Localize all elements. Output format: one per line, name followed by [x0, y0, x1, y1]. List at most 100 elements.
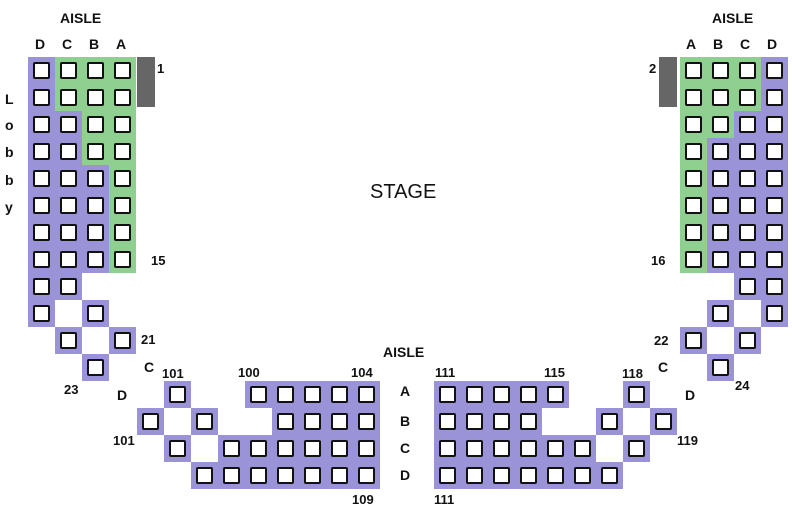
seat[interactable] [434, 408, 461, 435]
seat[interactable] [353, 462, 380, 489]
seat[interactable] [299, 381, 326, 408]
seat[interactable] [542, 381, 569, 408]
seat[interactable] [707, 246, 734, 273]
seat[interactable] [353, 381, 380, 408]
seat[interactable] [82, 138, 109, 165]
seat[interactable] [596, 462, 623, 489]
seat[interactable] [461, 435, 488, 462]
seat[interactable] [28, 273, 55, 300]
seat[interactable] [680, 138, 707, 165]
seat[interactable] [28, 111, 55, 138]
seat[interactable] [461, 381, 488, 408]
seat[interactable] [28, 138, 55, 165]
seat[interactable] [761, 219, 788, 246]
seat[interactable] [515, 435, 542, 462]
seat[interactable] [109, 84, 136, 111]
seat[interactable] [55, 327, 82, 354]
seat[interactable] [28, 246, 55, 273]
seat[interactable] [434, 435, 461, 462]
seat[interactable] [164, 435, 191, 462]
seat[interactable] [734, 192, 761, 219]
seat[interactable] [191, 462, 218, 489]
seat[interactable] [734, 219, 761, 246]
seat[interactable] [109, 165, 136, 192]
seat[interactable] [326, 435, 353, 462]
seat[interactable] [569, 462, 596, 489]
seat[interactable] [761, 111, 788, 138]
seat[interactable] [461, 462, 488, 489]
seat[interactable] [191, 408, 218, 435]
seat[interactable] [299, 408, 326, 435]
seat[interactable] [353, 435, 380, 462]
seat[interactable] [109, 219, 136, 246]
seat[interactable] [28, 57, 55, 84]
seat[interactable] [734, 84, 761, 111]
seat[interactable] [82, 84, 109, 111]
seat[interactable] [82, 300, 109, 327]
seat[interactable] [82, 354, 109, 381]
seat[interactable] [326, 408, 353, 435]
seat[interactable] [28, 192, 55, 219]
seat[interactable] [461, 408, 488, 435]
seat[interactable] [272, 381, 299, 408]
seat[interactable] [596, 408, 623, 435]
seat[interactable] [82, 246, 109, 273]
seat[interactable] [488, 381, 515, 408]
seat[interactable] [326, 462, 353, 489]
seat[interactable] [218, 462, 245, 489]
seat[interactable] [272, 462, 299, 489]
seat[interactable] [137, 408, 164, 435]
seat[interactable] [326, 381, 353, 408]
seat[interactable] [109, 111, 136, 138]
seat[interactable] [707, 138, 734, 165]
seat[interactable] [28, 165, 55, 192]
seat[interactable] [164, 381, 191, 408]
seat[interactable] [28, 219, 55, 246]
seat[interactable] [55, 219, 82, 246]
seat[interactable] [109, 138, 136, 165]
seat[interactable] [761, 138, 788, 165]
seat[interactable] [761, 192, 788, 219]
seat[interactable] [680, 84, 707, 111]
seat[interactable] [55, 165, 82, 192]
seat[interactable] [680, 192, 707, 219]
seat[interactable] [488, 462, 515, 489]
seat[interactable] [734, 273, 761, 300]
seat[interactable] [734, 111, 761, 138]
seat[interactable] [734, 327, 761, 354]
seat[interactable] [82, 57, 109, 84]
seat[interactable] [272, 435, 299, 462]
seat[interactable] [82, 219, 109, 246]
seat[interactable] [680, 111, 707, 138]
seat[interactable] [734, 246, 761, 273]
seat[interactable] [245, 435, 272, 462]
seat[interactable] [761, 165, 788, 192]
seat[interactable] [569, 435, 596, 462]
seat[interactable] [82, 192, 109, 219]
seat[interactable] [680, 246, 707, 273]
seat[interactable] [542, 435, 569, 462]
seat[interactable] [218, 435, 245, 462]
seat[interactable] [515, 462, 542, 489]
seat[interactable] [761, 246, 788, 273]
seat[interactable] [55, 111, 82, 138]
seat[interactable] [55, 138, 82, 165]
seat[interactable] [707, 300, 734, 327]
seat[interactable] [488, 408, 515, 435]
seat[interactable] [680, 327, 707, 354]
seat[interactable] [734, 138, 761, 165]
seat[interactable] [707, 192, 734, 219]
seat[interactable] [761, 273, 788, 300]
seat[interactable] [55, 57, 82, 84]
seat[interactable] [623, 381, 650, 408]
seat[interactable] [707, 84, 734, 111]
seat[interactable] [680, 219, 707, 246]
seat[interactable] [488, 435, 515, 462]
seat[interactable] [707, 219, 734, 246]
seat[interactable] [707, 57, 734, 84]
seat[interactable] [761, 84, 788, 111]
seat[interactable] [55, 84, 82, 111]
seat[interactable] [299, 435, 326, 462]
seat[interactable] [109, 246, 136, 273]
seat[interactable] [707, 165, 734, 192]
